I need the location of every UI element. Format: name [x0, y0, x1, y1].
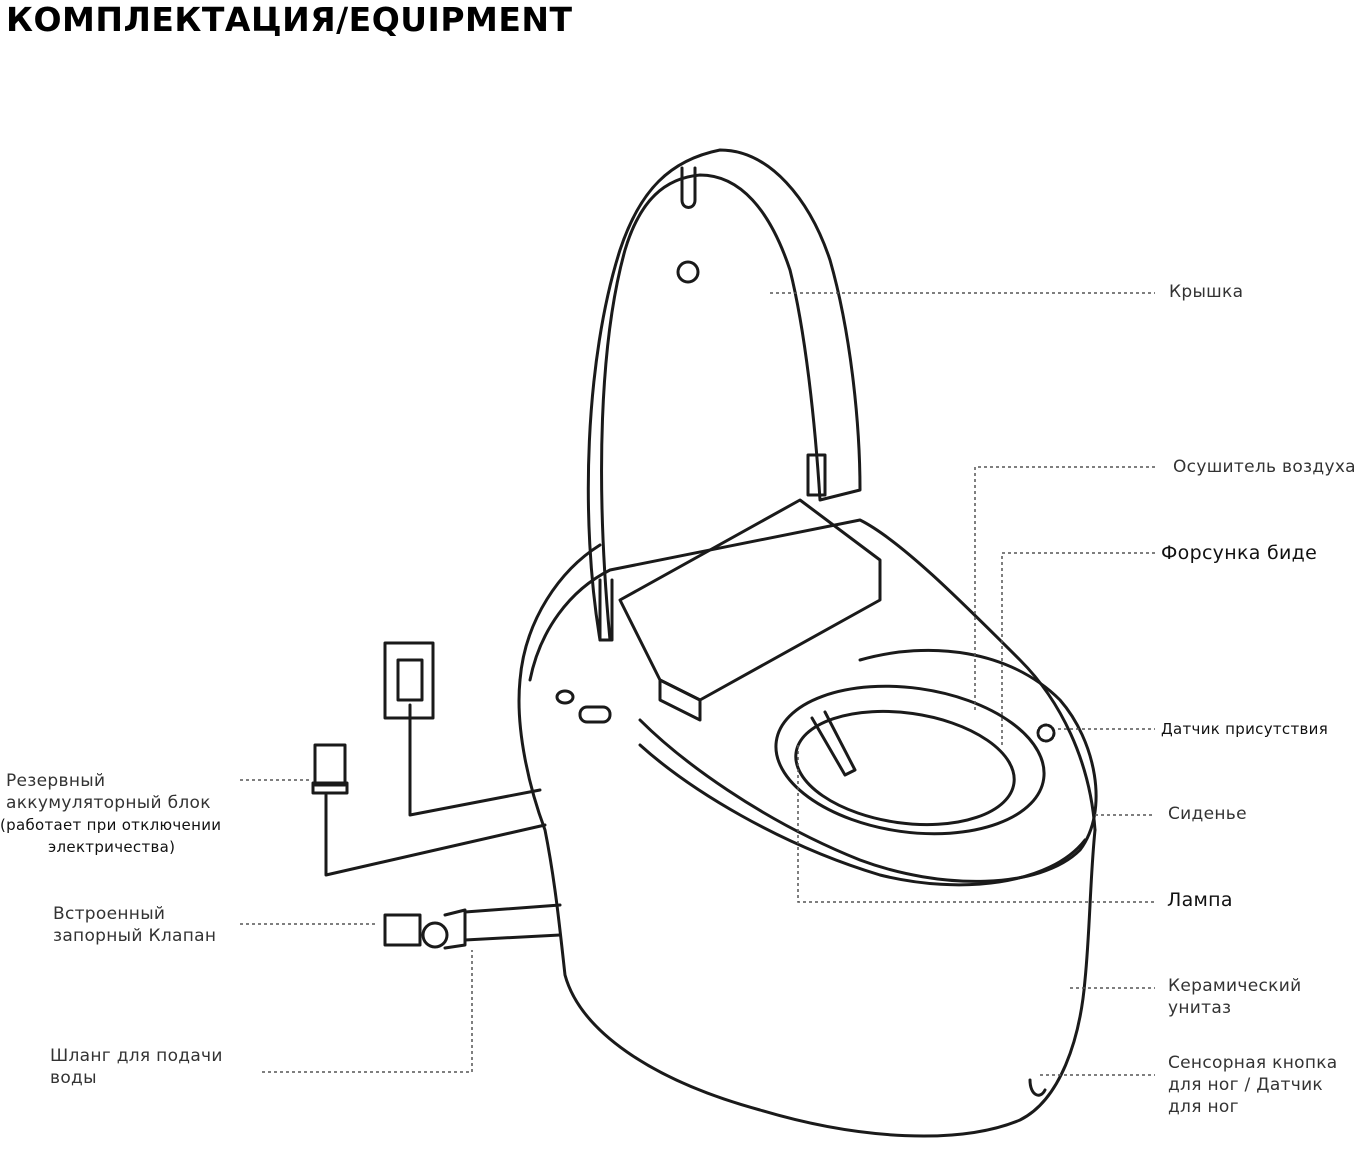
lid	[586, 148, 862, 642]
label-backup-battery: Резервный аккумуляторный блок (работает …	[0, 770, 232, 858]
label-foot-sensor: Сенсорная кнопка для ног / Датчик для но…	[1168, 1052, 1338, 1118]
label-water-hose: Шланг для подачи воды	[50, 1045, 223, 1089]
label-shutoff-valve-line-1: Встроенный	[53, 904, 166, 924]
valve	[383, 913, 422, 947]
label-lid: Крышка	[1169, 282, 1244, 302]
label-foot-sensor-line-3: для ног	[1168, 1097, 1239, 1117]
label-ceramic-toilet: Керамический унитаз	[1168, 975, 1301, 1019]
seat-outline	[638, 648, 1098, 883]
label-air-dryer: Осушитель воздуха	[1173, 457, 1356, 477]
label-seat: Сиденье	[1168, 804, 1247, 824]
label-bidet-nozzle: Форсунка биде	[1161, 542, 1318, 564]
label-foot-sensor-line-2: для ног / Датчик	[1168, 1075, 1323, 1095]
label-backup-battery-line-2: аккумуляторный блок	[6, 793, 211, 813]
label-presence-sensor: Датчик присутствия	[1161, 720, 1329, 738]
label-water-hose-line-2: воды	[50, 1068, 97, 1088]
label-ceramic-toilet-line-1: Керамический	[1168, 976, 1302, 996]
label-water-hose-line-1: Шланг для подачи	[50, 1046, 223, 1066]
label-lamp: Лампа	[1167, 889, 1233, 911]
label-foot-sensor-line-1: Сенсорная кнопка	[1168, 1053, 1338, 1073]
label-shutoff-valve-line-2: запорный Клапан	[53, 926, 217, 946]
seat-opening	[774, 684, 1046, 836]
label-backup-battery-line-3: (работает при отключении	[0, 816, 222, 834]
page-title: КОМПЛЕКТАЦИЯ/EQUIPMENT	[6, 0, 573, 39]
label-backup-battery-line-4: электричества)	[48, 838, 176, 856]
label-shutoff-valve: Встроенный запорный Клапан	[53, 903, 216, 947]
battery-block	[313, 743, 347, 787]
toilet-body	[517, 678, 1097, 1138]
label-ceramic-toilet-line-2: унитаз	[1168, 998, 1232, 1018]
label-backup-battery-line-1: Резервный	[6, 771, 106, 791]
water-hose	[463, 903, 562, 942]
